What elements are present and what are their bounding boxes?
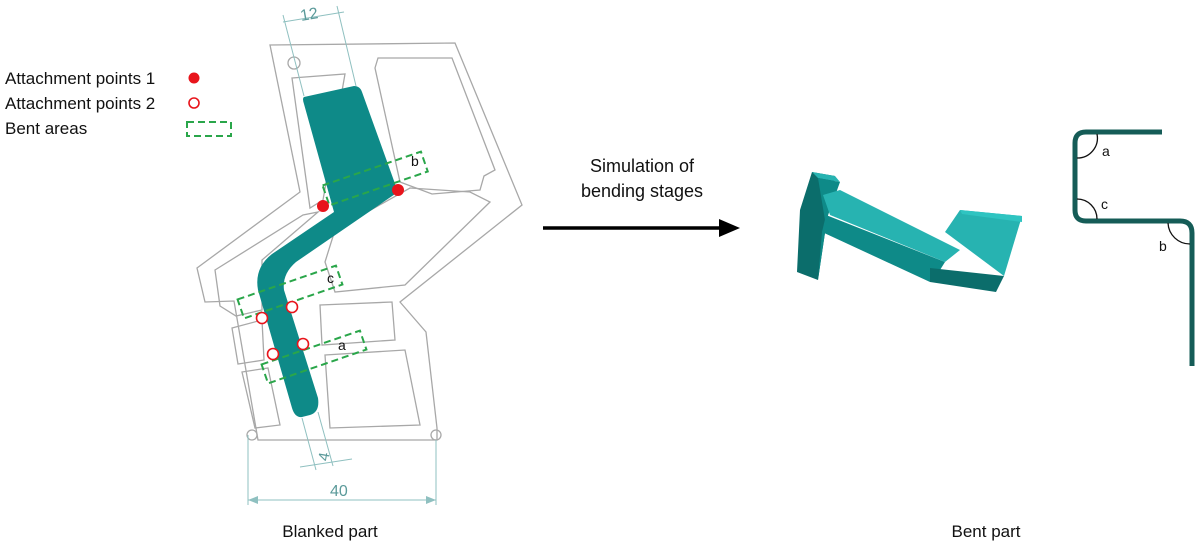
bent-area-a xyxy=(260,329,368,385)
legend-bent-areas-label: Bent areas xyxy=(5,119,87,138)
profile-label-c: c xyxy=(1101,196,1108,212)
dashed-green-rectangle-icon xyxy=(186,121,232,137)
bent-profile: a c b xyxy=(1072,129,1195,366)
profile-label-a: a xyxy=(1102,143,1110,159)
attachment-point-2 xyxy=(296,337,310,351)
hollow-red-circle-icon xyxy=(188,97,200,109)
attachment-point-2 xyxy=(266,347,280,361)
bent-part-tab-edge xyxy=(960,210,1022,222)
dimension-line-12 xyxy=(282,11,345,23)
corner-relief-right xyxy=(430,429,442,441)
attachment-point-1 xyxy=(392,184,404,196)
attachment-point-1 xyxy=(317,200,329,212)
legend: Attachment points 1 Attachment points 2 … xyxy=(5,69,232,138)
dimension-label-12: 12 xyxy=(299,5,320,25)
frame-opening-lower-left-2 xyxy=(241,367,281,429)
attachment-point-2 xyxy=(255,311,269,325)
bent-part-tab-bottom xyxy=(930,268,1004,292)
bent-part-flange-top xyxy=(812,172,840,182)
legend-attachment-1-label: Attachment points 1 xyxy=(5,69,155,88)
bent-part-arm-top xyxy=(823,190,960,262)
process-arrow: Simulation of bending stages xyxy=(543,156,740,237)
teal-blank-strip xyxy=(257,86,398,418)
legend-attachment-2-label: Attachment points 2 xyxy=(5,94,155,113)
filled-red-circle-icon xyxy=(188,72,200,84)
bend-label-b: b xyxy=(411,153,419,169)
bent-part-tab-face xyxy=(945,210,1022,276)
arrow-label-line-2: bending stages xyxy=(581,181,703,201)
attachment-point-2 xyxy=(285,300,299,314)
frame-opening-lower-right-2 xyxy=(324,349,421,429)
extension-line xyxy=(317,411,334,467)
blanked-part: b c a 12 4 40 xyxy=(196,5,523,505)
arrow-label-line-1: Simulation of xyxy=(590,156,695,176)
dimension-label-40: 40 xyxy=(330,483,348,500)
bent-part-arm-side xyxy=(822,215,945,282)
extension-line xyxy=(301,417,317,471)
dimension-label-4: 4 xyxy=(315,451,333,462)
angle-arc-c xyxy=(1076,198,1098,220)
caption-bent-part: Bent part xyxy=(952,522,1021,541)
frame-opening-lower-left-1 xyxy=(231,319,265,365)
angle-arc-b xyxy=(1167,222,1191,245)
bend-label-a: a xyxy=(338,337,346,353)
extension-line xyxy=(282,14,305,97)
bend-label-c: c xyxy=(327,270,334,286)
corner-relief-left xyxy=(246,429,258,441)
dimension-line-4 xyxy=(299,458,353,468)
bent-part-flange-face xyxy=(818,178,840,280)
bent-part-3d xyxy=(797,172,1022,292)
dimension-arrowhead xyxy=(426,496,436,504)
profile-label-b: b xyxy=(1159,238,1167,254)
extension-line xyxy=(336,5,357,87)
arrow-right-icon xyxy=(719,219,740,237)
frame-opening-middle-right xyxy=(324,187,492,293)
frame-opening-top-right xyxy=(374,57,496,195)
frame-opening-lower-right-1 xyxy=(319,301,396,346)
dimension-arrowhead xyxy=(248,496,258,504)
caption-blanked-part: Blanked part xyxy=(282,522,378,541)
angle-arc-a xyxy=(1076,133,1099,159)
profile-line xyxy=(1072,129,1195,366)
bent-area-b xyxy=(321,150,430,207)
